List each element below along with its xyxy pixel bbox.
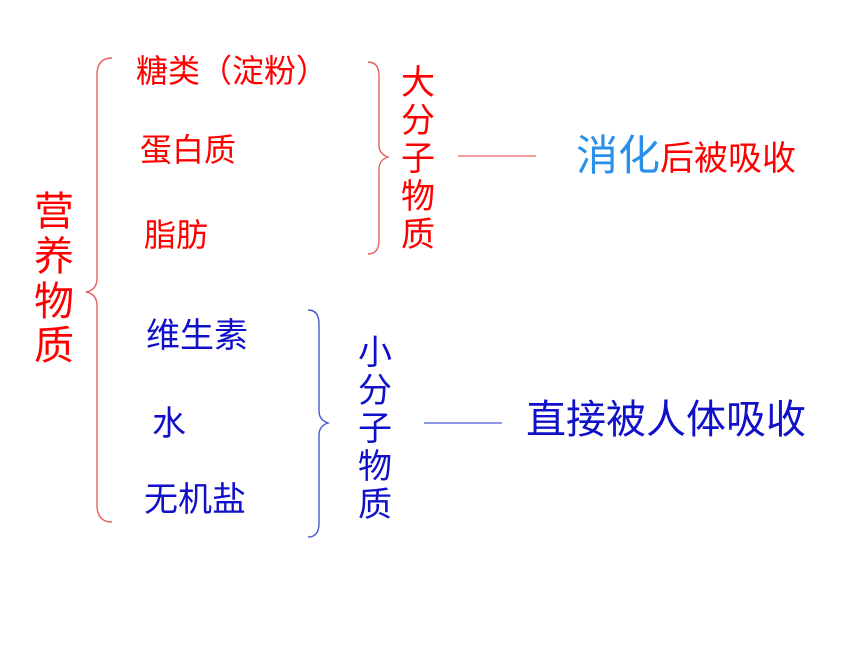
macro-item-fat: 脂肪 — [144, 216, 209, 254]
root-brace — [85, 57, 113, 523]
macro-label: 大分子物质 — [401, 63, 435, 256]
macro-result-highlight: 消化 — [576, 131, 661, 180]
micro-item-water: 水 — [152, 404, 186, 444]
micro-result: 直接被人体吸收 — [526, 397, 806, 443]
macro-brace — [367, 61, 391, 255]
macro-result: 消化后被吸收 — [576, 135, 796, 177]
micro-item-minerals: 无机盐 — [144, 480, 246, 520]
macro-item-carbohydrate: 糖类（淀粉） — [136, 52, 329, 90]
micro-item-vitamin: 维生素 — [146, 316, 248, 356]
macro-result-rest: 后被吸收 — [660, 139, 797, 179]
micro-brace — [307, 309, 331, 538]
micro-label: 小分子物质 — [358, 333, 392, 526]
root-label: 营养物质 — [34, 189, 74, 370]
macro-item-protein: 蛋白质 — [140, 131, 237, 169]
